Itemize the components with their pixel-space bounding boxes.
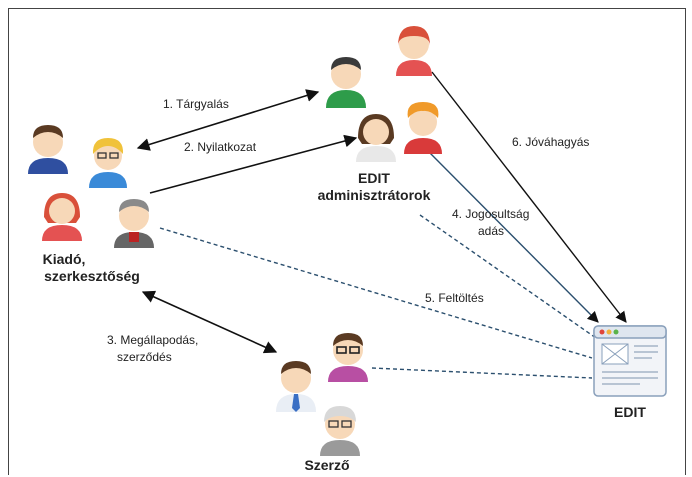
edge-jogosultsag [426, 149, 599, 323]
edge-feltoltes-szerzo [371, 367, 593, 379]
person-icon-author-old [320, 406, 360, 456]
edge-label-nyilatkozat: 2. Nyilatkozat [184, 140, 257, 154]
node-label-admin-2: adminisztrátorok [318, 187, 431, 203]
node-label-kiado-2: szerkesztőség [44, 268, 140, 284]
edge-feltoltes-admin [419, 214, 597, 339]
diagram-frame [8, 8, 686, 475]
person-icon-admin-woman [356, 114, 396, 162]
person-icon-approver [396, 26, 432, 76]
edge-label-jogosultsag-2: adás [478, 224, 504, 238]
edit-system-window-icon [593, 325, 667, 397]
edge-nyilatkozat [149, 134, 358, 194]
person-icon-publisher-editor [114, 199, 154, 248]
person-icon-author-glasses [328, 333, 368, 382]
edge-label-feltoltes: 5. Feltöltés [425, 291, 484, 305]
person-icon-publisher-blue [28, 125, 68, 174]
edge-label-targyalas: 1. Tárgyalás [163, 97, 229, 111]
edge-feltoltes-kiado [159, 227, 593, 359]
person-icon-admin-orange [404, 102, 442, 154]
edge-targyalas [136, 89, 320, 151]
node-label-szerzo: Szerző [304, 457, 349, 473]
person-icon-publisher-red [42, 193, 82, 241]
edge-jovahagyas [431, 71, 627, 323]
edge-label-jovahagyas: 6. Jóváhagyás [512, 135, 589, 149]
node-label-admin-1: EDIT [358, 170, 390, 186]
person-icon-publisher-glasses [89, 138, 127, 188]
node-label-kiado-1: Kiadó, [43, 251, 86, 267]
node-label-edit: EDIT [614, 404, 646, 420]
edge-megallapodas [141, 290, 278, 354]
edge-label-jogosultsag-1: 4. Jogosultság [452, 207, 529, 221]
person-icon-author-tie [276, 361, 316, 412]
edge-label-megallapodas-2: szerződés [117, 350, 172, 364]
edge-label-megallapodas-1: 3. Megállapodás, [107, 333, 198, 347]
person-icon-admin-green [326, 57, 366, 108]
